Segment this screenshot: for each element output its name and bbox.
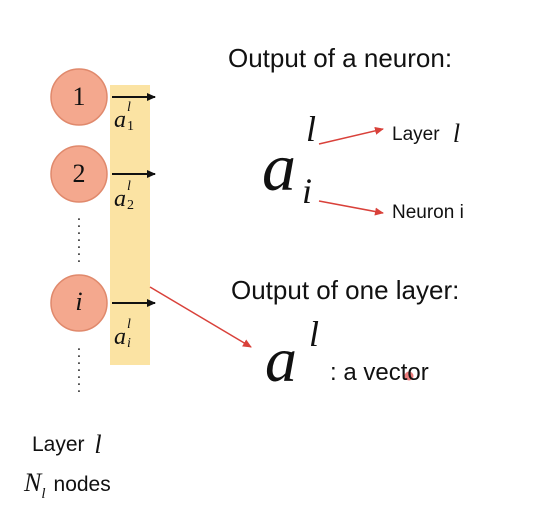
neuron-annotation-arrow bbox=[318, 200, 384, 216]
neuron-output-heading: Output of a neuron: bbox=[228, 43, 453, 73]
layer-output-band bbox=[110, 85, 150, 365]
output-symbol-a2: a l 2 bbox=[114, 179, 134, 213]
output-symbol-ai: a l i bbox=[114, 317, 131, 351]
node-label-i: i bbox=[75, 287, 83, 316]
neuron-output-symbol: a l i bbox=[262, 109, 317, 211]
layer-output-description: : a vector bbox=[330, 359, 429, 386]
layer-annotation-arrow bbox=[318, 126, 384, 145]
layer-output-heading: Output of one layer: bbox=[231, 275, 460, 305]
cursor-dot bbox=[404, 371, 414, 381]
output-symbol-a1: a l 1 bbox=[114, 100, 134, 134]
neuron-annotation-label: Neuron i bbox=[392, 202, 464, 223]
layer-output-symbol: a l bbox=[265, 314, 320, 395]
node-circle-i bbox=[50, 274, 108, 332]
node-label-1: 1 bbox=[72, 82, 86, 111]
layer-caption: Layer l bbox=[32, 430, 102, 459]
node-circle-1 bbox=[50, 68, 108, 126]
layer-annotation-label: Layer l bbox=[392, 119, 461, 148]
node-circle-2 bbox=[50, 145, 108, 203]
layer-to-vector-arrow bbox=[149, 286, 252, 348]
vertical-ellipsis-lower: ....... bbox=[76, 337, 82, 396]
vertical-ellipsis-upper: ....... bbox=[76, 207, 82, 266]
node-label-2: 2 bbox=[72, 159, 86, 188]
